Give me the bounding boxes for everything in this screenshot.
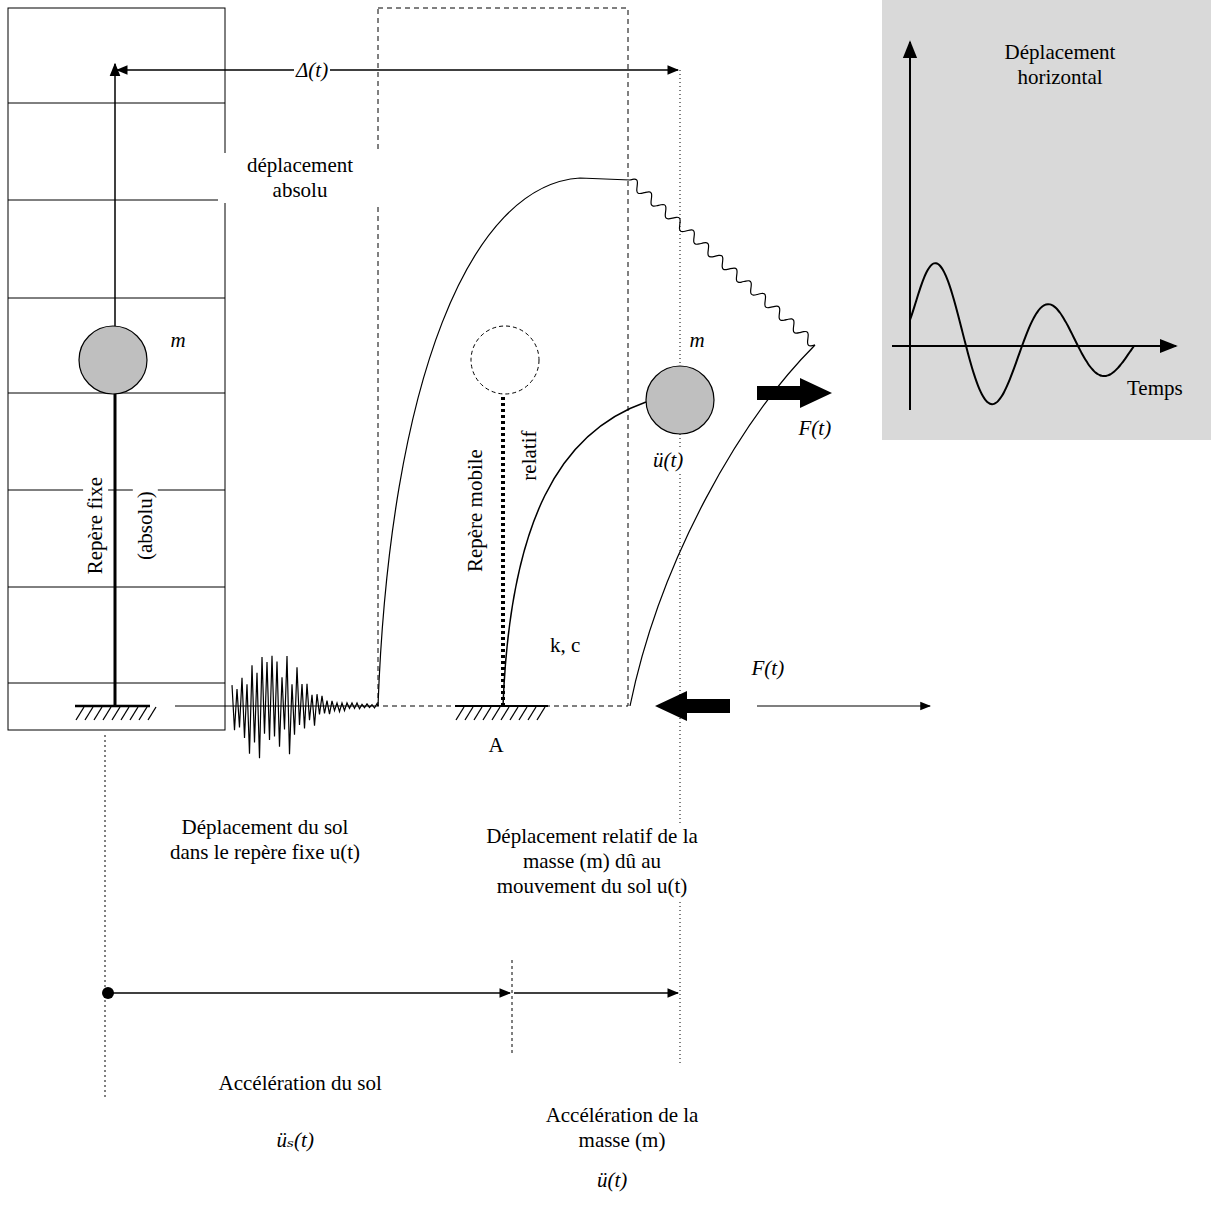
annotation: déplacement absolu [218, 153, 382, 203]
reference-line [105, 735, 106, 1100]
annotation: Déplacement du sol dans le repère fixe u… [161, 815, 370, 865]
ground [75, 705, 150, 708]
force-direction [757, 705, 930, 706]
ground-hatch [76, 707, 156, 720]
ground-line [175, 706, 378, 707]
column [114, 394, 117, 706]
ground-acceleration-arrow [108, 992, 510, 993]
initial-column [501, 396, 505, 706]
delta-label: Δ(t) [294, 58, 330, 83]
absolute-displacement-arrow [117, 69, 678, 70]
point-label: A [489, 733, 504, 758]
stiffness-damping-label: k, c [548, 633, 582, 658]
moving-frame [378, 8, 628, 706]
y-axis [909, 42, 911, 410]
mass-label: m [171, 328, 186, 353]
annotation: Déplacement relatif de la masse (m) dû a… [474, 824, 710, 900]
envelope-wiggle [630, 179, 815, 346]
axis-label: Temps [1127, 376, 1183, 401]
frame-region: mRepère fixe (absolu) [8, 8, 225, 730]
force-label: F(t) [750, 656, 787, 681]
mass-label: m [690, 328, 705, 353]
vertical-axis [114, 64, 116, 326]
ground-hatch [456, 707, 545, 720]
seismogram [232, 656, 378, 759]
frame-region: Repère mobile relatif k, c [378, 8, 628, 706]
frame-label: (absolu) [132, 489, 157, 562]
envelope-curve [378, 178, 630, 706]
acceleration-label: ü(t) [651, 448, 685, 473]
axis-title: Déplacement horizontal [965, 40, 1155, 90]
damped-curve [910, 263, 1134, 404]
acceleration-label: ü(t) [595, 1168, 629, 1193]
force-arrow [655, 691, 730, 721]
fixed-frame [8, 8, 225, 730]
mass-acceleration-arrow [514, 992, 678, 993]
frame-label: Repère fixe [83, 474, 108, 575]
mass [79, 326, 147, 394]
acceleration-label: üₛ(t) [275, 1128, 316, 1153]
graph-panel [882, 0, 1211, 440]
frame-label: Repère mobile [462, 447, 487, 574]
annotation: Accélération du sol [217, 1071, 384, 1096]
annotation: Accélération de la masse (m) [520, 1103, 724, 1153]
force-label: F(t) [797, 416, 834, 441]
reference-line [512, 960, 513, 1055]
deformed-column [503, 402, 646, 706]
frame-region: Déplacement horizontalTemps [882, 0, 1211, 440]
mass [646, 366, 714, 434]
force-arrow [757, 378, 832, 408]
frame-label: relatif [517, 428, 542, 482]
initial-mass [471, 326, 539, 394]
